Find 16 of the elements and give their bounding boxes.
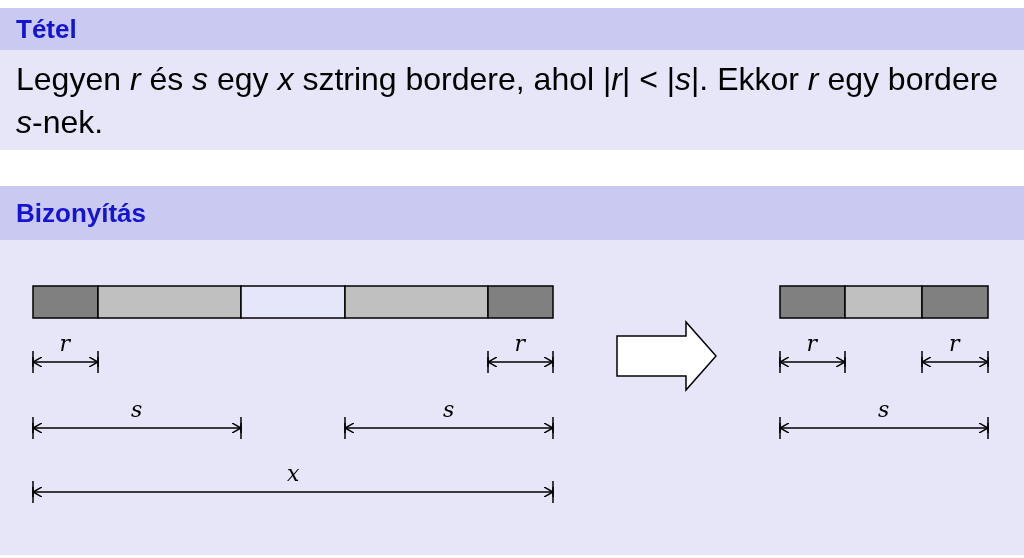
dimension-label: r: [59, 333, 71, 355]
theorem-text: Legyen r és s egy x sztring bordere, ahol |r| < |s|. Ekkor r egy bordere s-nek.: [16, 60, 1000, 142]
block-heading: Bizonyítás: [0, 186, 1024, 240]
proof-block: [0, 186, 1024, 555]
block-heading: Tétel: [0, 8, 1024, 50]
theorem-block: [0, 8, 1024, 150]
dimension-label: s: [878, 399, 890, 421]
block-arrow: [616, 320, 717, 392]
dimension-label: s: [443, 399, 455, 421]
dimension-label: x: [287, 463, 300, 485]
string-bar-drawing: [780, 286, 988, 318]
string-bar-drawing: [33, 286, 553, 318]
dimension-label: r: [806, 333, 818, 355]
dimension-label: r: [949, 333, 960, 355]
dimension-label: s: [131, 399, 143, 421]
dimension-label: r: [514, 333, 526, 355]
